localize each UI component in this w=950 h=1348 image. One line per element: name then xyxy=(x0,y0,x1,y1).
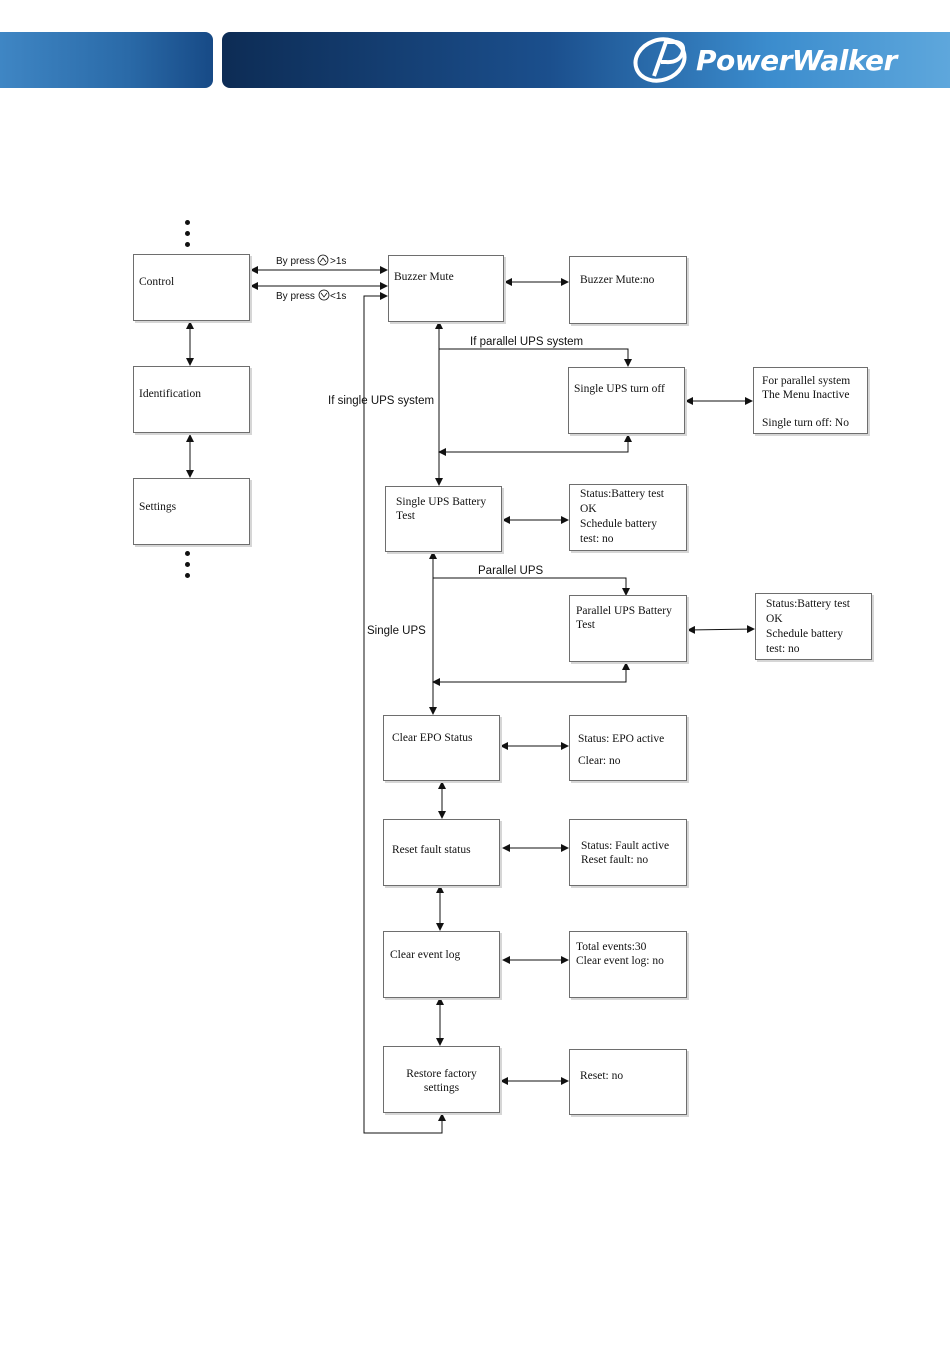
parallel-inactive-box: For parallel system The Menu Inactive Si… xyxy=(753,367,868,434)
identification-label: Identification xyxy=(139,388,201,400)
down-button-icon xyxy=(318,289,330,301)
buzzer-mute-label: Buzzer Mute xyxy=(394,271,454,283)
fault-status-box: Status: Fault active Reset fault: no xyxy=(569,819,687,886)
single-battery-status-box: Status:Battery test OK Schedule battery … xyxy=(569,484,687,551)
more-above-dots-icon xyxy=(185,220,191,253)
single-battery-test-label: Single UPS Battery Test xyxy=(396,496,487,522)
reset-fault-box: Reset fault status xyxy=(383,819,500,886)
restore-factory-box: Restore factory settings xyxy=(383,1046,500,1113)
more-below-dots-icon xyxy=(185,551,191,584)
buzzer-mute-status-box: Buzzer Mute:no xyxy=(569,256,687,324)
header-bar-left xyxy=(0,32,213,88)
single-battery-test-box: Single UPS Battery Test xyxy=(385,486,502,552)
parallel-battery-test-box: Parallel UPS Battery Test xyxy=(569,595,687,662)
settings-label: Settings xyxy=(139,501,177,513)
control-label: Control xyxy=(139,276,175,288)
if-parallel-label: If parallel UPS system xyxy=(470,336,583,348)
control-box: Control xyxy=(133,254,250,321)
parallel-inactive-label: For parallel system The Menu Inactive Si… xyxy=(762,375,851,429)
parallel-ups-label: Parallel UPS xyxy=(478,565,544,577)
log-status-box: Total events:30 Clear event log: no xyxy=(569,931,687,998)
reset-status-label: Reset: no xyxy=(580,1070,624,1082)
press-up-label: By press xyxy=(276,256,315,267)
parallel-battery-status-label: Status:Battery test OK Schedule battery … xyxy=(766,598,851,655)
reset-fault-label: Reset fault status xyxy=(392,844,471,856)
settings-box: Settings xyxy=(133,478,250,545)
press-down-duration: <1s xyxy=(330,291,346,302)
clear-epo-box: Clear EPO Status xyxy=(383,715,500,781)
if-single-label: If single UPS system xyxy=(328,395,434,407)
clear-log-box: Clear event log xyxy=(383,931,500,998)
single-turn-off-label: Single UPS turn off xyxy=(574,383,665,395)
brand-name: PowerWalker xyxy=(696,43,897,77)
single-battery-status-label: Status:Battery test OK Schedule battery … xyxy=(580,488,665,545)
restore-factory-label: Restore factory settings xyxy=(406,1068,477,1094)
powerwalker-logo-icon xyxy=(633,37,687,83)
buzzer-mute-status-label: Buzzer Mute:no xyxy=(580,274,655,286)
parallel-battery-status-box: Status:Battery test OK Schedule battery … xyxy=(755,593,872,660)
clear-log-label: Clear event log xyxy=(390,949,461,961)
buzzer-mute-box: Buzzer Mute xyxy=(388,255,504,322)
up-button-icon xyxy=(317,254,329,266)
single-turn-off-box: Single UPS turn off xyxy=(568,367,685,434)
epo-status-label: Status: EPO active Clear: no xyxy=(578,733,665,767)
parallel-battery-test-label: Parallel UPS Battery Test xyxy=(576,605,672,631)
single-ups-label: Single UPS xyxy=(367,625,426,637)
header-bar-right xyxy=(222,32,950,88)
fault-status-label: Status: Fault active Reset fault: no xyxy=(581,840,670,866)
press-down-label: By press xyxy=(276,291,315,302)
brand-logo: PowerWalker xyxy=(632,36,897,84)
log-status-label: Total events:30 Clear event log: no xyxy=(576,941,664,967)
epo-status-box: Status: EPO active Clear: no xyxy=(569,715,687,781)
reset-status-box: Reset: no xyxy=(569,1049,687,1115)
identification-box: Identification xyxy=(133,366,250,433)
clear-epo-label: Clear EPO Status xyxy=(392,732,473,744)
press-up-duration: >1s xyxy=(330,256,346,267)
